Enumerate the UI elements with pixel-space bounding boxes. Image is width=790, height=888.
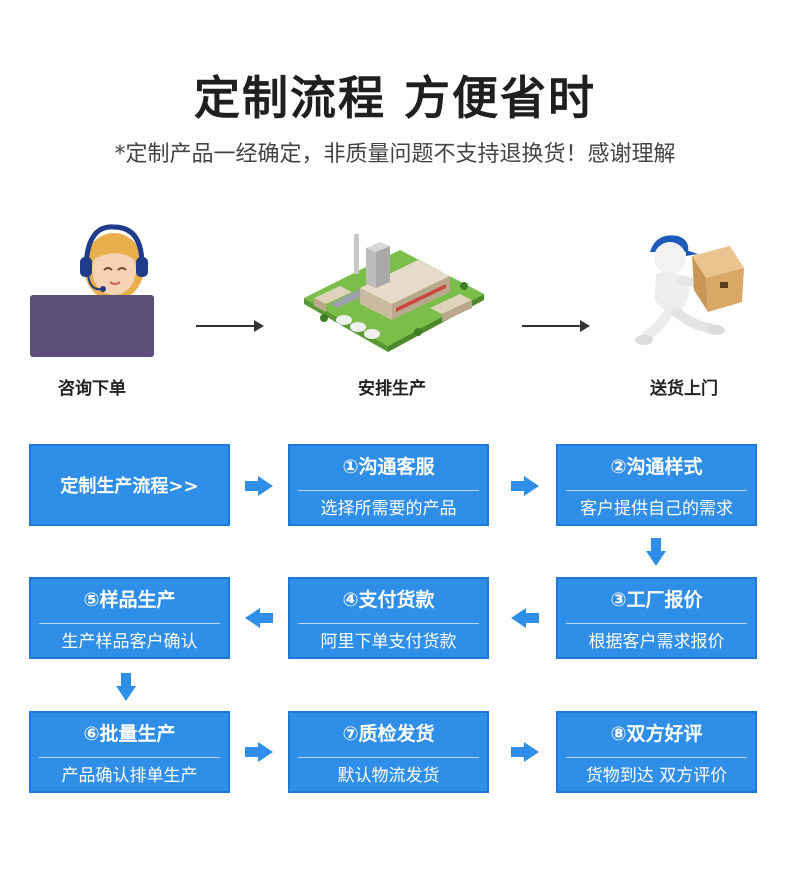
step-box-3: ③工厂报价 根据客户需求报价 — [556, 577, 757, 659]
step-description: 默认物流发货 — [337, 766, 440, 786]
step-title: ②沟通样式 — [610, 456, 703, 478]
flow-start-label: 定制生产流程>> — [60, 476, 199, 497]
page-subtitle: *定制产品一经确定，非质量问题不支持退换货！感谢理解 — [114, 142, 676, 167]
step-title: ⑥批量生产 — [83, 723, 176, 745]
illustration-arrow-1 — [196, 320, 264, 332]
step-divider — [39, 623, 220, 624]
step-box-6: ⑥批量生产 产品确认排单生产 — [29, 711, 230, 793]
arrow-down-icon — [646, 538, 666, 566]
step-title: ④支付货款 — [342, 589, 435, 611]
step-title: ①沟通客服 — [342, 456, 435, 478]
step-box-2: ②沟通样式 客户提供自己的需求 — [556, 444, 757, 526]
step-divider — [298, 757, 479, 758]
illustration-arrow-2 — [522, 320, 590, 332]
arrow-right-icon — [245, 742, 273, 762]
step-title: ⑤样品生产 — [83, 589, 176, 611]
step-divider — [298, 623, 479, 624]
step-description: 客户提供自己的需求 — [580, 499, 733, 519]
step-title: ⑦质检发货 — [342, 723, 435, 745]
illustration-label-production: 安排生产 — [358, 379, 426, 399]
step-divider — [566, 490, 747, 491]
step-divider — [566, 623, 747, 624]
step-box-1: ①沟通客服 选择所需要的产品 — [288, 444, 489, 526]
arrow-down-icon — [116, 673, 136, 701]
step-box-5: ⑤样品生产 生产样品客户确认 — [29, 577, 230, 659]
step-divider — [566, 757, 747, 758]
delivery-courier-icon — [630, 228, 755, 360]
step-description: 生产样品客户确认 — [61, 632, 198, 652]
arrow-left-icon — [511, 608, 539, 628]
step-description: 选择所需要的产品 — [320, 499, 457, 519]
arrow-right-icon — [245, 476, 273, 496]
arrow-right-icon — [511, 476, 539, 496]
step-box-8: ⑧双方好评 货物到达 双方评价 — [556, 711, 757, 793]
step-divider — [39, 757, 220, 758]
step-box-7: ⑦质检发货 默认物流发货 — [288, 711, 489, 793]
step-title: ③工厂报价 — [610, 589, 703, 611]
step-description: 根据客户需求报价 — [588, 632, 725, 652]
step-box-4: ④支付货款 阿里下单支付货款 — [288, 577, 489, 659]
step-description: 产品确认排单生产 — [61, 766, 198, 786]
step-divider — [298, 490, 479, 491]
step-description: 货物到达 双方评价 — [585, 766, 728, 786]
illustration-label-delivery: 送货上门 — [650, 379, 718, 399]
flow-start-box: 定制生产流程>> — [29, 444, 230, 526]
illustration-label-order: 咨询下单 — [58, 379, 126, 399]
customer-service-agent-icon — [28, 215, 158, 360]
factory-icon — [300, 228, 486, 360]
page-title: 定制流程 方便省时 — [193, 71, 596, 125]
arrow-left-icon — [245, 608, 273, 628]
step-title: ⑧双方好评 — [610, 723, 703, 745]
step-description: 阿里下单支付货款 — [320, 632, 457, 652]
arrow-right-icon — [511, 742, 539, 762]
